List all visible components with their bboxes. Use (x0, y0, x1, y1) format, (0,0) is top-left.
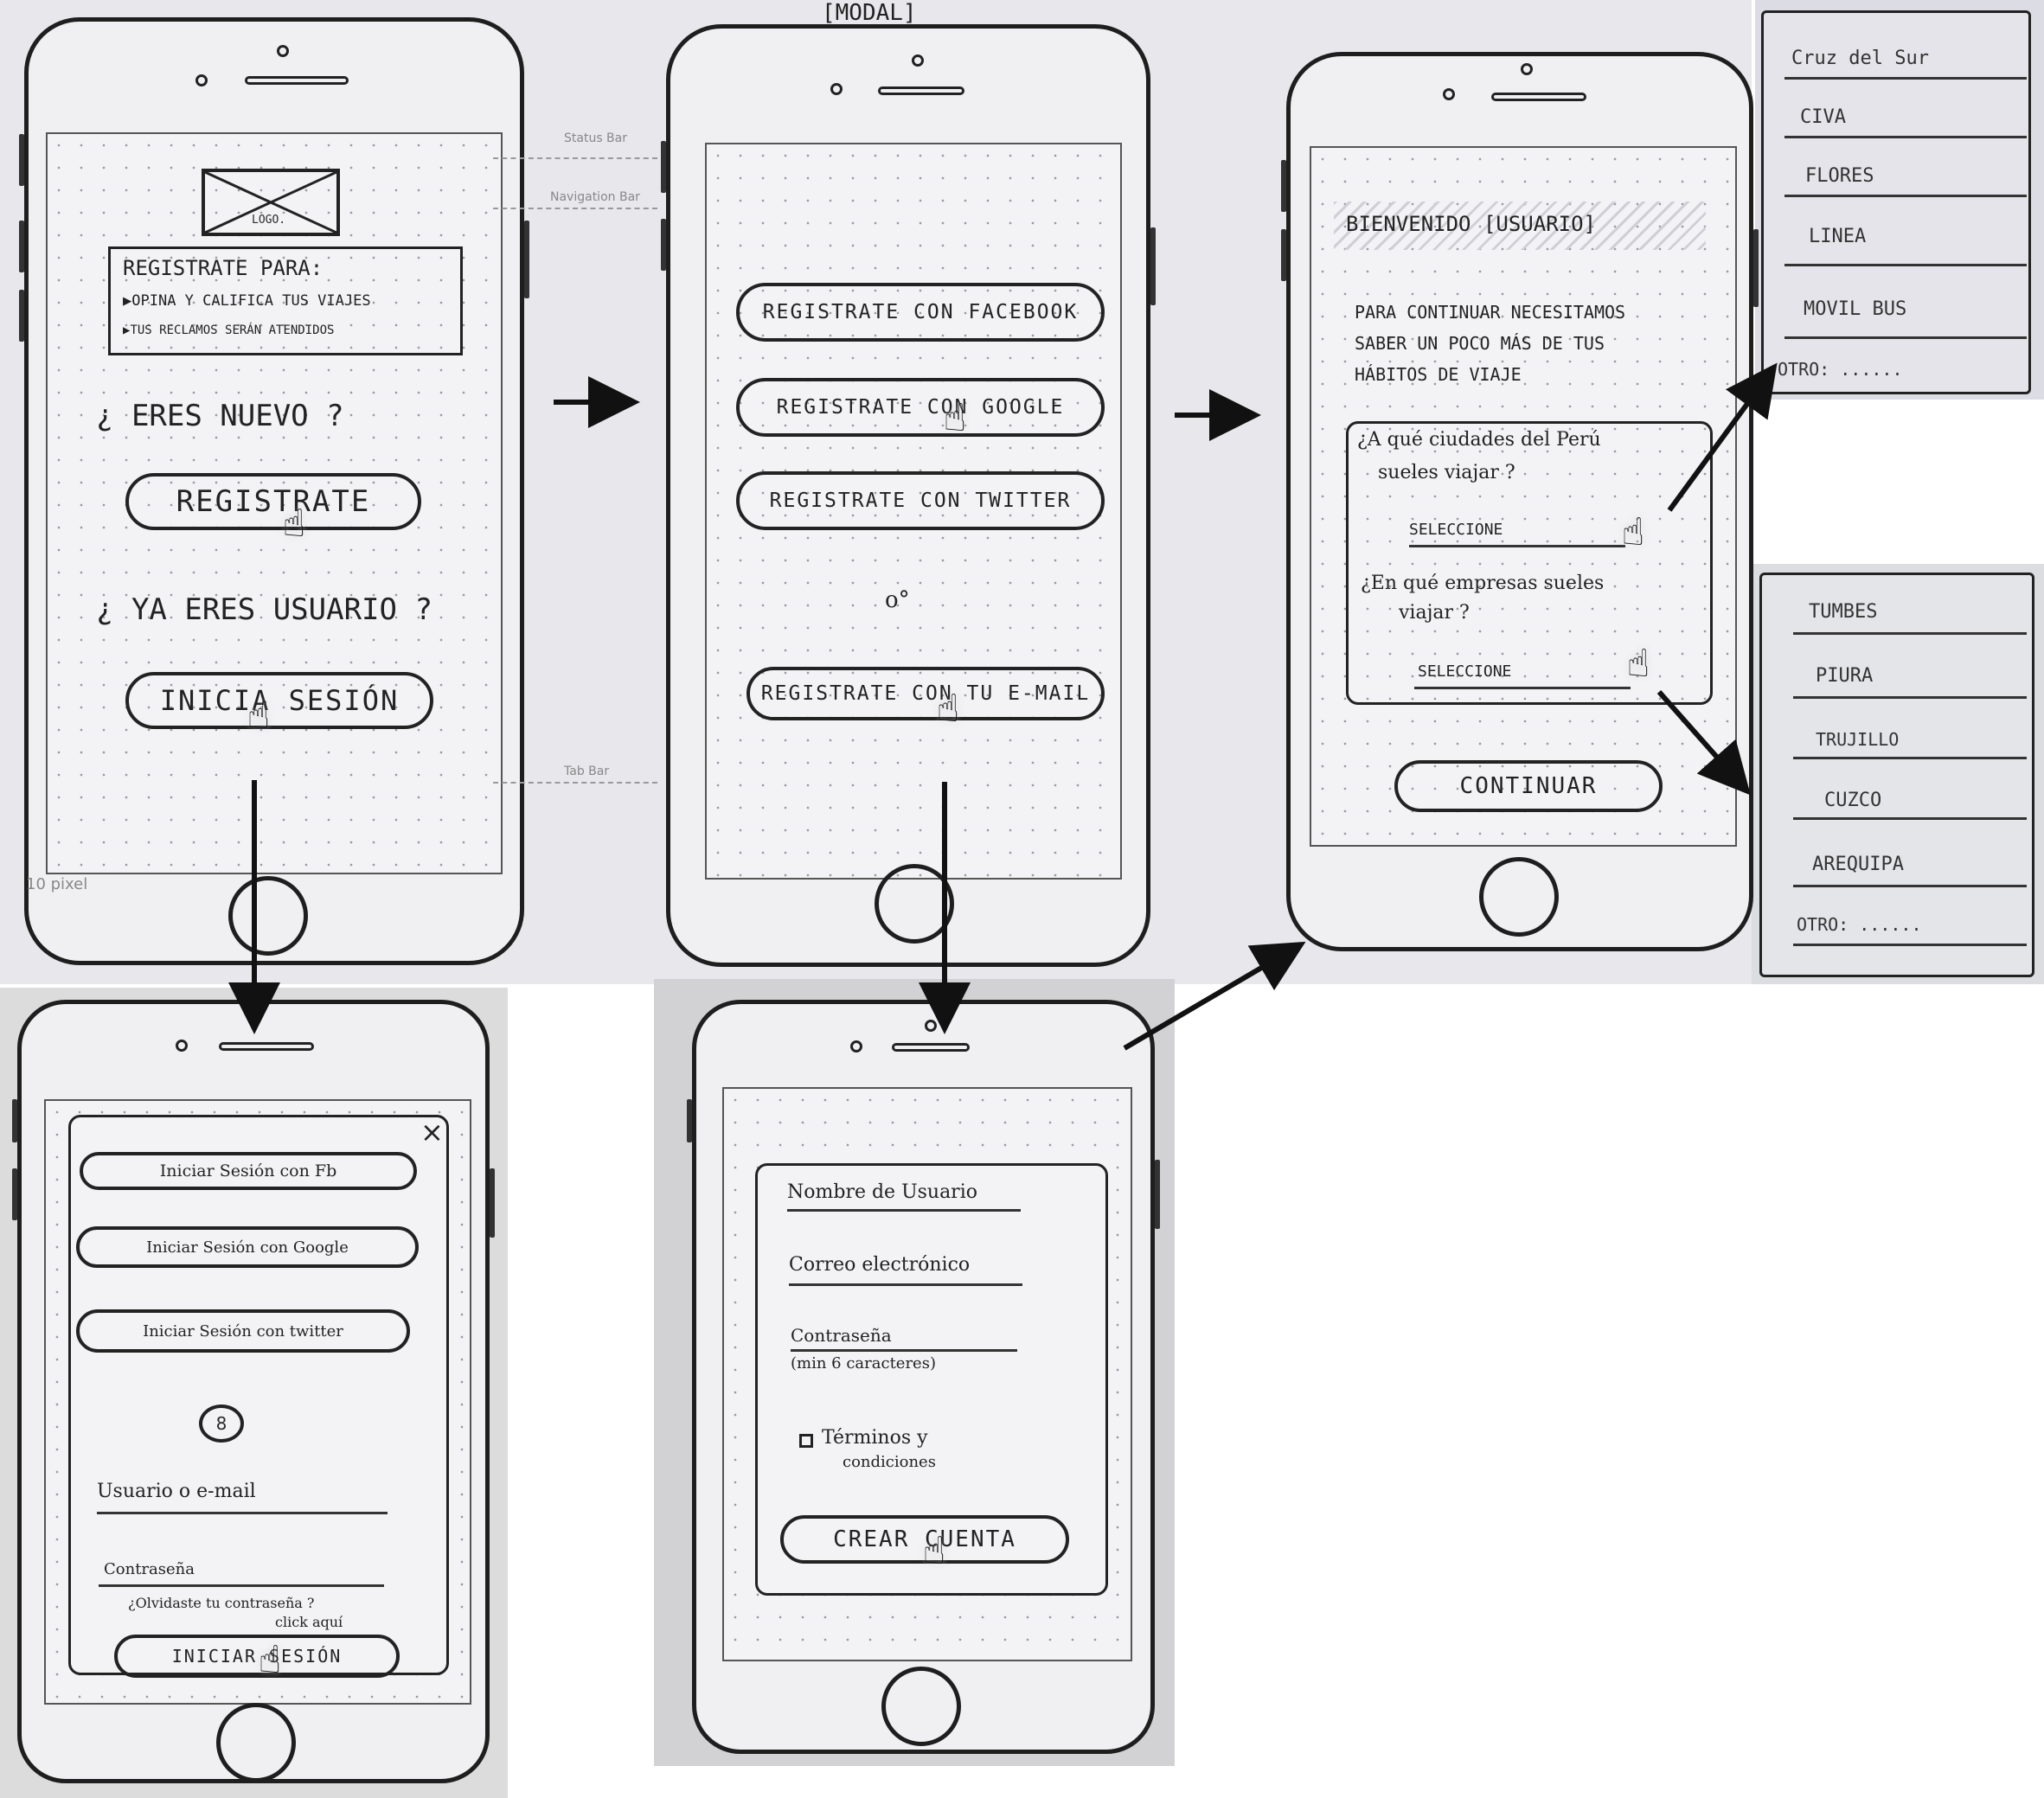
companies-item-2[interactable]: CIVA (1800, 106, 1846, 128)
pointing-hand-icon: ☝ (247, 694, 271, 738)
close-icon[interactable]: × (420, 1116, 444, 1149)
question-companies-1: ¿En qué empresas sueles (1361, 573, 1605, 594)
phone-register-options: REGISTRATE CON FACEBOOK REGISTRATE CON G… (661, 24, 1156, 967)
triangle-bullet-icon: ▶ (123, 292, 132, 310)
logo: LOGO. (202, 169, 340, 236)
screen-welcome: LOGO. REGISTRATE PARA: ▶OPINA Y CALIFICA… (46, 132, 503, 874)
register-form-box: Nombre de Usuario Correo electrónico Con… (755, 1163, 1108, 1596)
select-cities[interactable]: SELECCIONE (1409, 521, 1503, 539)
modal-title-mark: [MODAL] (822, 0, 917, 26)
cities-item-3[interactable]: TRUJILLO (1816, 729, 1900, 750)
question-cities-2: sueles viajar ? (1378, 462, 1515, 483)
companies-item-3[interactable]: FLORES (1805, 165, 1874, 187)
promo-box: REGISTRATE PARA: ▶OPINA Y CALIFICA TUS V… (108, 246, 463, 355)
email-field[interactable]: Correo electrónico (789, 1254, 971, 1276)
continue-button[interactable]: CONTINUAR (1394, 760, 1663, 812)
pointing-hand-icon: ☝ (922, 1529, 946, 1573)
screen-register-form: Nombre de Usuario Correo electrónico Con… (722, 1087, 1132, 1661)
status-bar-label: Status Bar (564, 131, 628, 145)
companies-item-1[interactable]: Cruz del Sur (1791, 48, 1929, 69)
questions-box: ¿A qué ciudades del Perú sueles viajar ?… (1346, 421, 1713, 705)
phone-welcome: LOGO. REGISTRATE PARA: ▶OPINA Y CALIFICA… (19, 17, 529, 965)
question-companies-2: viajar ? (1399, 602, 1470, 624)
intro-line-2: SABER UN POCO MÁS DE TUS (1355, 333, 1605, 354)
logo-label: LOGO. (250, 214, 288, 227)
tab-bar-label: Tab Bar (564, 765, 610, 778)
pointing-hand-icon: ☝ (1621, 510, 1645, 554)
register-twitter-button[interactable]: REGISTRATE CON TWITTER (736, 471, 1105, 530)
companies-other[interactable]: OTRO: ...... (1778, 359, 1903, 380)
pointing-hand-icon: ☝ (258, 1638, 282, 1682)
login-twitter-button[interactable]: Iniciar Sesión con twitter (76, 1309, 410, 1353)
phone-login-modal: × Iniciar Sesión con Fb Iniciar Sesión c… (12, 1000, 495, 1783)
pixel-note: 10 pixel (26, 875, 88, 893)
companies-item-4[interactable]: LINEA (1809, 226, 1867, 247)
arrow-companies-to-list (1656, 690, 1751, 796)
terms-checkbox[interactable] (799, 1434, 813, 1448)
welcome-title: BIENVENIDO [USUARIO] (1346, 212, 1596, 236)
forgot-password-link[interactable]: click aquí (275, 1614, 343, 1630)
cities-item-5[interactable]: AREQUIPA (1812, 854, 1904, 875)
cities-item-2[interactable]: PIURA (1816, 665, 1874, 687)
phone-travel-habits: BIENVENIDO [USUARIO] PARA CONTINUAR NECE… (1281, 52, 1759, 951)
pointing-hand-icon: ☝ (943, 396, 967, 440)
password-hint: (min 6 caracteres) (791, 1354, 936, 1372)
image-placeholder-icon (205, 172, 336, 233)
arrow-form-to-screen3 (1123, 941, 1306, 1051)
pointing-hand-icon: ☝ (936, 687, 960, 731)
cities-item-4[interactable]: CUZCO (1824, 790, 1882, 811)
password-field[interactable]: Contraseña (104, 1560, 195, 1578)
triangle-bullet-icon: ▶ (123, 323, 131, 337)
promo-item-2: ▶TUS RECLAMOS SERÁN ATENDIDOS (123, 323, 335, 337)
navigation-bar-label: Navigation Bar (550, 190, 640, 204)
screen-login: × Iniciar Sesión con Fb Iniciar Sesión c… (44, 1099, 471, 1705)
register-google-button[interactable]: REGISTRATE CON GOOGLE (736, 378, 1105, 437)
register-facebook-button[interactable]: REGISTRATE CON FACEBOOK (736, 283, 1105, 342)
login-modal: × Iniciar Sesión con Fb Iniciar Sesión c… (68, 1115, 449, 1678)
arrow-cities-to-list (1667, 362, 1778, 512)
existing-user-question: ¿ YA ERES USUARIO ? (96, 592, 433, 627)
pointing-hand-icon: ☝ (1626, 642, 1650, 686)
login-submit-button[interactable]: INICIAR SESIÓN (114, 1635, 400, 1678)
forgot-password-1: ¿Olvidaste tu contraseña ? (128, 1595, 315, 1611)
new-user-question: ¿ ERES NUEVO ? (96, 399, 344, 433)
intro-line-1: PARA CONTINUAR NECESITAMOS (1355, 302, 1626, 323)
question-cities-1: ¿A qué ciudades del Perú (1357, 429, 1601, 451)
cities-item-1[interactable]: TUMBES (1809, 601, 1878, 623)
login-facebook-button[interactable]: Iniciar Sesión con Fb (80, 1152, 417, 1190)
loading-spinner: o° (885, 587, 910, 613)
phone-register-form: Nombre de Usuario Correo electrónico Con… (687, 1000, 1160, 1754)
select-companies[interactable]: SELECCIONE (1418, 662, 1512, 681)
screen-register-options: REGISTRATE CON FACEBOOK REGISTRATE CON G… (705, 143, 1122, 880)
login-button[interactable]: INICIA SESIÓN (125, 672, 433, 729)
register-button[interactable]: REGISTRATE (125, 473, 421, 530)
register-email-button[interactable]: REGISTRATE CON TU E-MAIL (746, 667, 1105, 720)
pointing-hand-icon: ☝ (282, 502, 306, 546)
user-email-field[interactable]: Usuario o e-mail (97, 1481, 256, 1502)
username-field[interactable]: Nombre de Usuario (787, 1181, 977, 1203)
promo-item-1: ▶OPINA Y CALIFICA TUS VIAJES (123, 292, 371, 310)
terms-label-1: Términos y (822, 1427, 928, 1449)
companies-item-5[interactable]: MOVIL BUS (1804, 298, 1907, 320)
password-field[interactable]: Contraseña (791, 1325, 892, 1346)
screen-travel-habits: BIENVENIDO [USUARIO] PARA CONTINUAR NECE… (1310, 146, 1737, 847)
login-spinner: 8 (199, 1404, 244, 1443)
welcome-bar (1334, 202, 1706, 250)
intro-line-3: HÁBITOS DE VIAJE (1355, 364, 1522, 385)
create-account-button[interactable]: CREAR CUENTA (780, 1515, 1069, 1564)
terms-label-2: condiciones (843, 1453, 936, 1471)
cities-list: TUMBES PIURA TRUJILLO CUZCO AREQUIPA OTR… (1759, 573, 2034, 977)
cities-other[interactable]: OTRO: ...... (1797, 914, 1922, 935)
login-google-button[interactable]: Iniciar Sesión con Google (76, 1226, 419, 1268)
promo-title: REGISTRATE PARA: (123, 256, 324, 280)
companies-list: Cruz del Sur CIVA FLORES LINEA MOVIL BUS… (1761, 10, 2031, 394)
